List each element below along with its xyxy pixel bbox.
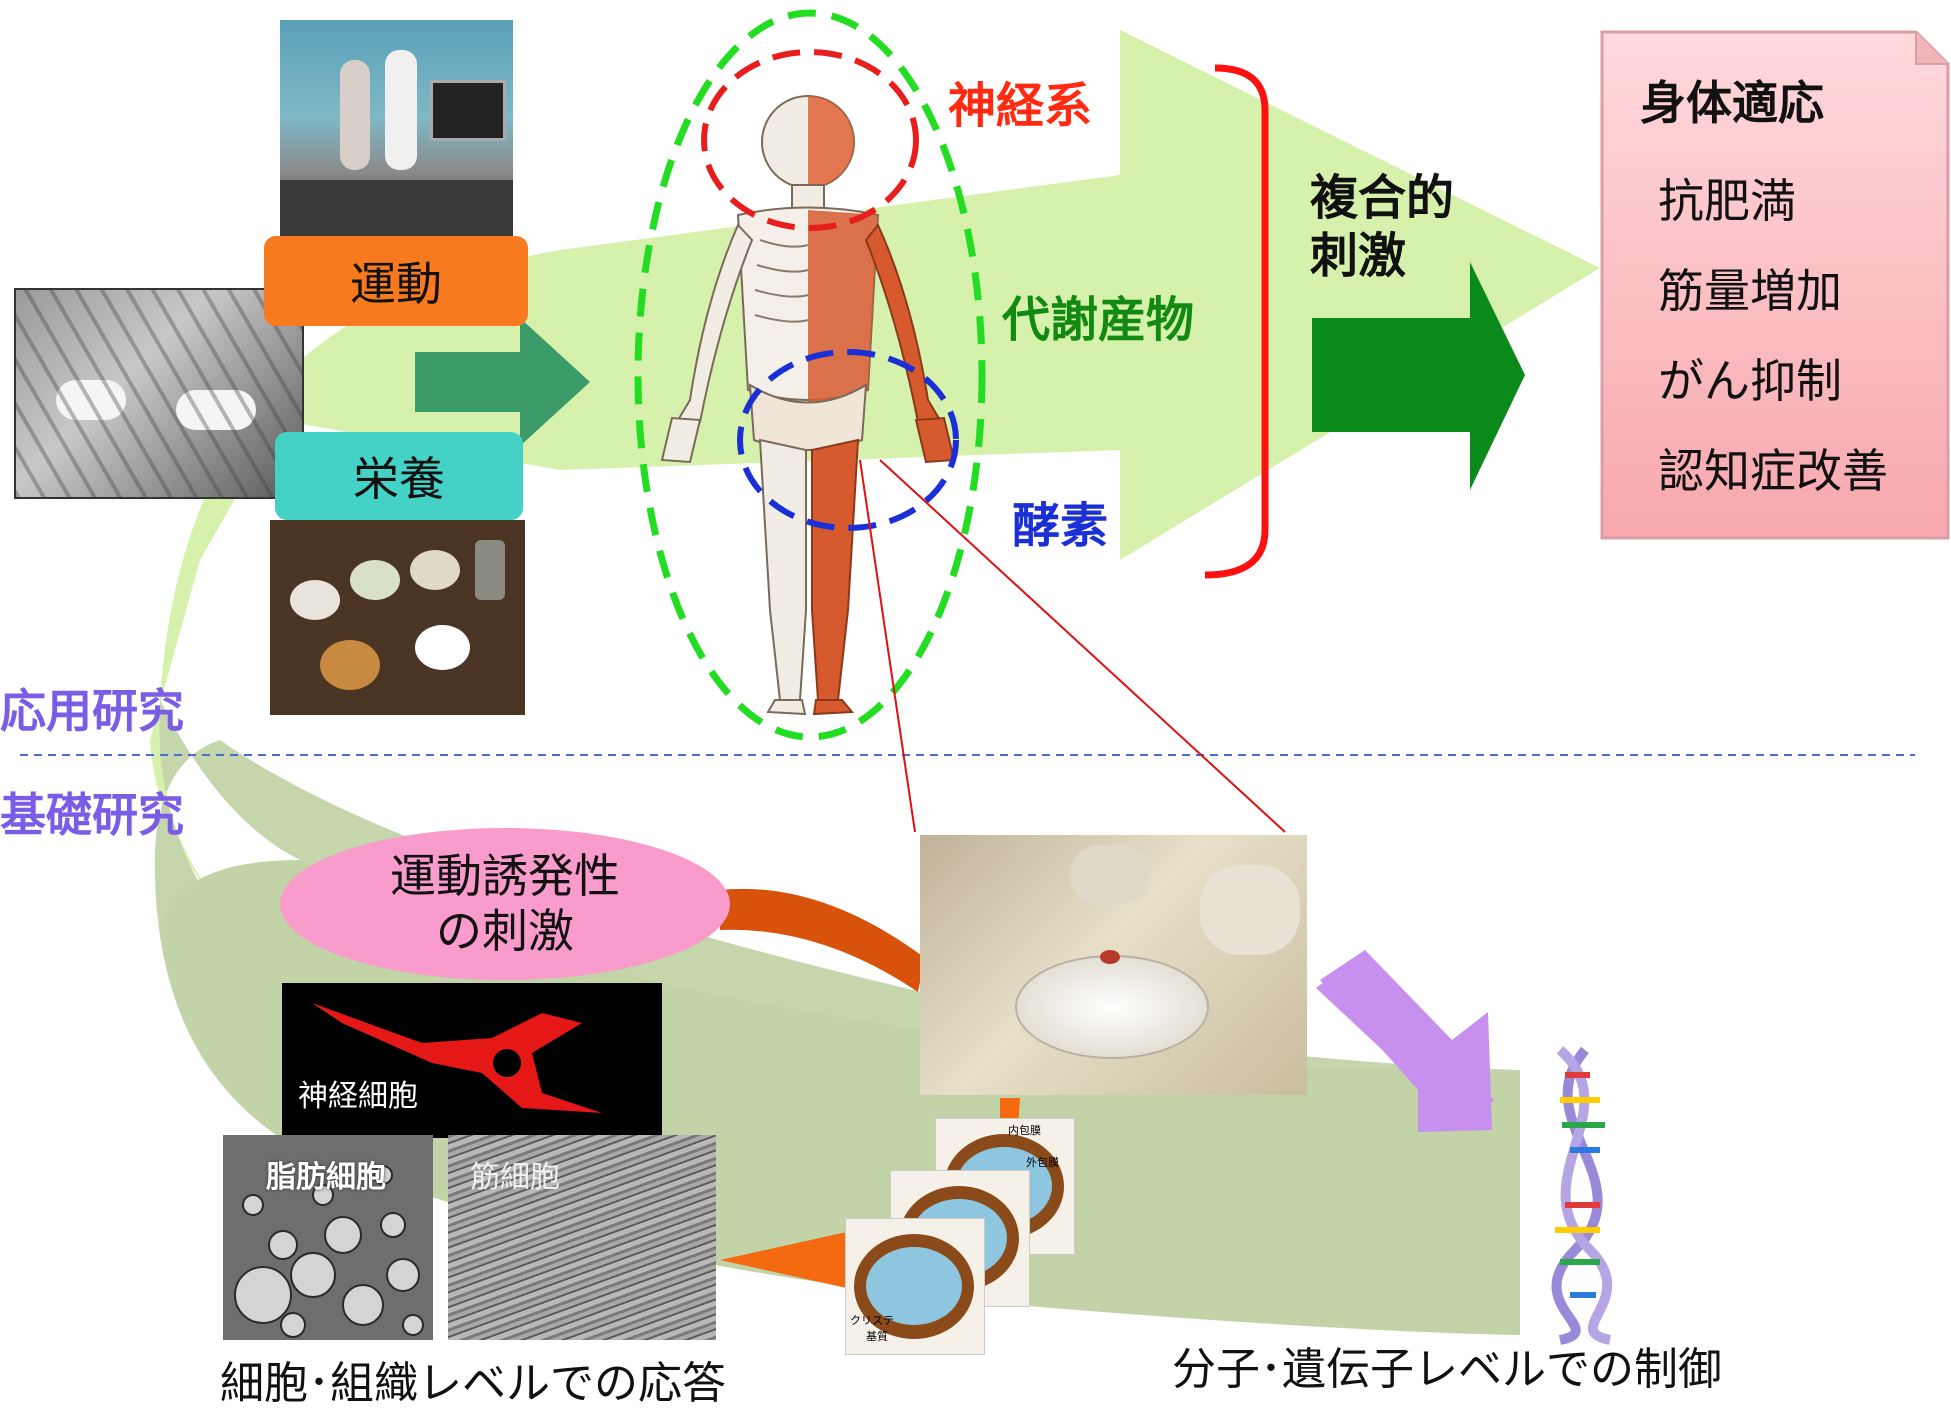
result-title: 身体適応 (1640, 76, 1824, 130)
connector-line-left (859, 459, 916, 833)
teal-arrow (415, 318, 590, 446)
dissection-photo (920, 835, 1307, 1095)
applied-research-label: 応用研究 (0, 684, 184, 738)
cell-tissue-response-caption: 細胞･組織レベルでの応答 (220, 1358, 726, 1409)
result-card-shape (1600, 30, 1950, 540)
result-item-1: 抗肥満 (1658, 174, 1796, 228)
complex-stimulus-label: 複合的 刺激 (1310, 170, 1455, 284)
blue-dashed-ellipse (737, 349, 959, 531)
nerve-cell-photo (282, 983, 662, 1138)
fat-cell-photo (223, 1135, 433, 1340)
muscle-cell-label: 筋細胞 (470, 1160, 560, 1195)
green-dashed-ellipse (634, 9, 986, 741)
orange-curved-band (720, 888, 925, 992)
red-bracket (1204, 64, 1269, 579)
exercise-label-box: 運動 (264, 236, 528, 326)
nutrition-label-box: 栄養 (275, 432, 523, 520)
nutrition-label: 栄養 (353, 452, 445, 506)
molecular-gene-control-caption: 分子･遺伝子レベルでの制御 (1172, 1344, 1722, 1395)
connector-line-right (879, 459, 1286, 833)
exercise-induced-stimulus-ellipse: 運動誘発性 の刺激 (280, 828, 730, 980)
red-dashed-ellipse (701, 49, 919, 231)
rat-wheel-photo (14, 288, 304, 499)
mito-label-matrix-3: 基質 (866, 1330, 888, 1343)
mito-label-outer: 外包膜 (1026, 1156, 1059, 1169)
nervous-system-label: 神経系 (948, 78, 1093, 134)
exercise-induced-stimulus-label: 運動誘発性 の刺激 (390, 848, 620, 958)
mito-label-cristae-3: クリステ (850, 1314, 894, 1327)
muscle-cell-photo (448, 1135, 716, 1340)
treadmill-photo (280, 20, 513, 238)
nerve-cell-label: 神経細胞 (298, 1079, 418, 1114)
enzymes-label: 酵素 (1012, 498, 1109, 554)
dna-helix (1551, 1046, 1613, 1345)
meal-photo (270, 520, 525, 715)
result-item-2: 筋量増加 (1658, 264, 1842, 318)
basic-research-label: 基礎研究 (0, 788, 184, 842)
exercise-label: 運動 (350, 257, 442, 311)
dark-green-arrow (1312, 262, 1525, 490)
mito-label-inner: 内包膜 (1008, 1124, 1041, 1137)
metabolites-label: 代謝産物 (1002, 292, 1195, 348)
result-item-3: がん抑制 (1658, 354, 1842, 408)
anatomy-figure (660, 95, 956, 716)
mitochondria-card-3: クリステ 基質 (845, 1218, 985, 1355)
fat-cell-label: 脂肪細胞 (266, 1160, 386, 1195)
result-item-4: 認知症改善 (1658, 444, 1888, 498)
